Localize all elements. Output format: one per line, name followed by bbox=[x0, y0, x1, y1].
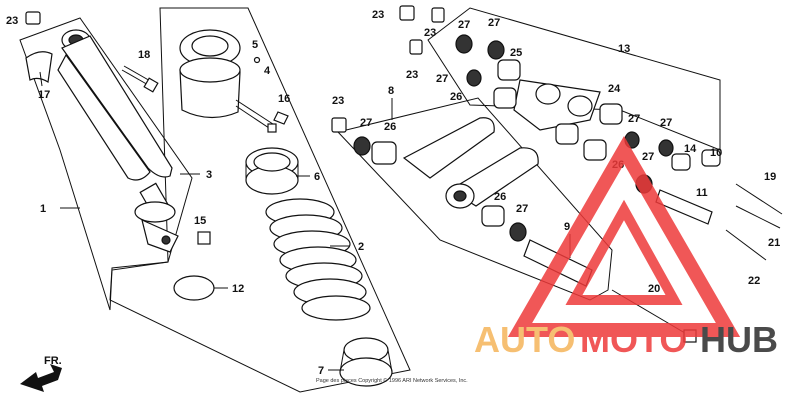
callout-4: 4 bbox=[264, 65, 271, 77]
callout-22: 22 bbox=[748, 275, 760, 287]
callout-11: 11 bbox=[696, 187, 708, 199]
logo-triangle-outer bbox=[507, 136, 741, 337]
automotohub-logo: AUTO MOTO HUB bbox=[474, 136, 778, 360]
callout-16: 16 bbox=[278, 93, 290, 105]
upper-mount bbox=[179, 29, 289, 133]
part-10-collar bbox=[701, 149, 721, 167]
callout-1: 1 bbox=[40, 203, 46, 215]
callout-26-c: 26 bbox=[494, 191, 506, 203]
callout-26-b: 26 bbox=[384, 121, 396, 133]
callout-25: 25 bbox=[510, 47, 522, 59]
callout-26-a: 26 bbox=[450, 91, 462, 103]
cushion-arm-frame bbox=[427, 7, 721, 151]
callout-23-d: 23 bbox=[406, 69, 418, 81]
callout-18: 18 bbox=[138, 49, 150, 61]
callouts: 1 2 3 4 5 6 7 8 9 10 11 12 13 14 15 16 1… bbox=[6, 9, 780, 377]
part-7-seat bbox=[339, 337, 393, 387]
part-17-cap bbox=[25, 51, 53, 83]
callout-20: 20 bbox=[648, 283, 660, 295]
logo-text-moto: MOTO bbox=[580, 319, 687, 360]
callout-14: 14 bbox=[684, 143, 697, 155]
part-26-bushing bbox=[481, 205, 505, 227]
callout-12: 12 bbox=[232, 283, 244, 295]
callout-23-e: 23 bbox=[332, 95, 344, 107]
callout-27-g: 27 bbox=[660, 117, 672, 129]
front-direction-arrow: FR. bbox=[20, 355, 62, 392]
callout-15: 15 bbox=[194, 215, 206, 227]
copyright-text: Page des pieces Copyright © 1996 ARI Net… bbox=[316, 377, 468, 384]
part-18-bolt bbox=[121, 65, 159, 93]
callout-23-a: 23 bbox=[6, 15, 18, 27]
part-6-collar bbox=[245, 147, 299, 195]
callout-9: 9 bbox=[564, 221, 570, 233]
part-8-link bbox=[371, 117, 539, 209]
callout-3: 3 bbox=[206, 169, 212, 181]
callout-27-a: 27 bbox=[488, 17, 500, 29]
logo-triangle-inner bbox=[565, 199, 683, 305]
part-13-arm bbox=[493, 59, 623, 161]
linkage-frame bbox=[337, 97, 613, 301]
callout-23-c: 23 bbox=[424, 27, 436, 39]
part-2-spring bbox=[265, 198, 371, 321]
callout-5: 5 bbox=[252, 39, 258, 51]
spring-assembly-frame bbox=[109, 7, 411, 393]
callout-10: 10 bbox=[710, 147, 722, 159]
callout-24: 24 bbox=[608, 83, 621, 95]
callout-8: 8 bbox=[388, 85, 394, 97]
part-12-ring bbox=[173, 275, 215, 301]
logo-text-hub: HUB bbox=[700, 319, 778, 360]
callout-17: 17 bbox=[38, 89, 50, 101]
part-14-collar bbox=[671, 153, 691, 171]
callout-27-h: 27 bbox=[642, 151, 654, 163]
part-23-nuts bbox=[25, 5, 445, 133]
callout-27-e: 27 bbox=[516, 203, 528, 215]
part-15-clip bbox=[197, 231, 211, 245]
direction-label: FR. bbox=[44, 355, 62, 367]
callout-13: 13 bbox=[618, 43, 630, 55]
callout-27-f: 27 bbox=[628, 113, 640, 125]
callout-19: 19 bbox=[764, 171, 776, 183]
callout-27-d: 27 bbox=[360, 117, 372, 129]
callout-23-b: 23 bbox=[372, 9, 384, 21]
callout-6: 6 bbox=[314, 171, 320, 183]
logo-text-auto: AUTO bbox=[474, 319, 575, 360]
shock-absorber bbox=[57, 29, 179, 253]
callout-27-c: 27 bbox=[436, 73, 448, 85]
callout-7: 7 bbox=[318, 365, 324, 377]
shock-assembly-frame bbox=[19, 17, 193, 311]
callout-2: 2 bbox=[358, 241, 364, 253]
callout-27-b: 27 bbox=[458, 19, 470, 31]
callout-21: 21 bbox=[768, 237, 780, 249]
